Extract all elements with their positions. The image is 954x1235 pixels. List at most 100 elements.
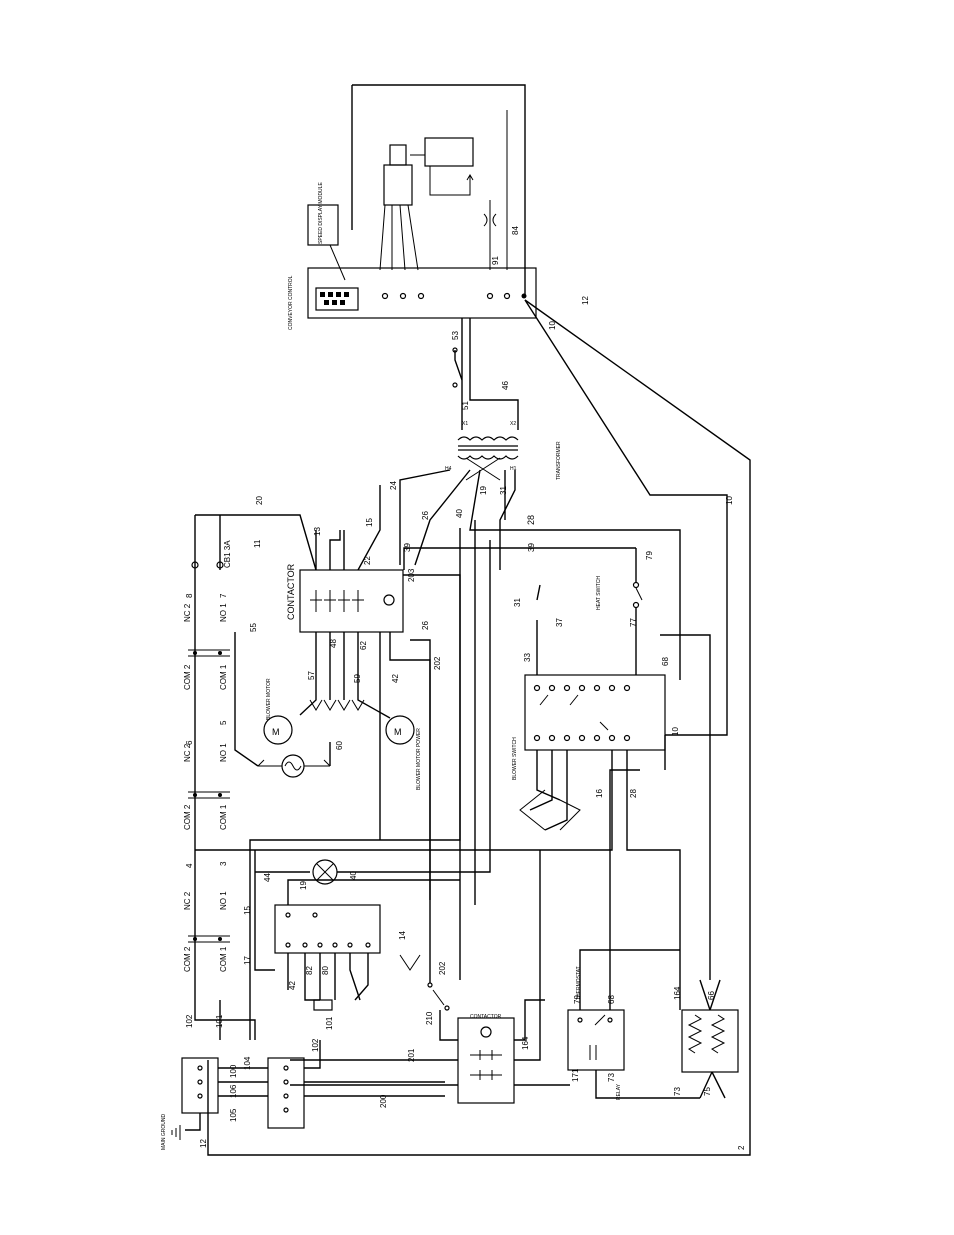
wire-label: 100 <box>229 1064 238 1078</box>
blower-motor-power-label: BLOWER MOTOR POWER <box>416 728 422 790</box>
wire-label: 24 <box>389 481 398 490</box>
wire-label: 37 <box>555 618 564 627</box>
wire-label: 22 <box>363 556 372 565</box>
blower-switch-block: BLOWER SWITCH <box>195 584 681 1010</box>
wire-label: 106 <box>229 1084 238 1098</box>
conveyor-box-label: CONVEYOR CONTROL <box>288 275 294 330</box>
outer-wires <box>207 84 751 1156</box>
wire-label: 201 <box>407 1048 416 1062</box>
motor-assembly <box>379 110 508 271</box>
x2-label: X2 <box>510 421 516 427</box>
no1-label: NO 1 <box>219 743 228 762</box>
wire-label: 12 <box>199 1139 208 1148</box>
contactor-lower-label: CONTACTOR <box>470 1014 502 1020</box>
wire-label: 68 <box>607 995 616 1004</box>
wire-label: 15 <box>365 518 374 527</box>
com2-label: COM 2 <box>183 946 192 972</box>
com1-label: COM 1 <box>219 946 228 972</box>
wire-label: 40 <box>349 871 358 880</box>
wire-label: 48 <box>329 639 338 648</box>
wire-label: 40 <box>455 509 464 518</box>
wire-label: 200 <box>379 1094 388 1108</box>
wire-label: 77 <box>629 618 638 627</box>
thermostat-block: THERMOSTAT <box>254 540 582 1011</box>
wire-label: 12 <box>581 296 590 305</box>
relay-heaters: RELAY <box>567 949 739 1100</box>
transformer-wires <box>399 318 681 680</box>
contactor-main-label: CONTACTOR <box>286 563 296 620</box>
wire-label: 46 <box>501 381 510 390</box>
wire-label: 4 <box>185 863 194 868</box>
wire-label: 6 <box>185 740 194 745</box>
wire-label: 19 <box>479 486 488 495</box>
wire-label: 62 <box>359 641 368 650</box>
wire-label: 55 <box>249 623 258 632</box>
wire-label: 57 <box>307 671 316 680</box>
h1-label: H1 <box>510 466 517 472</box>
wire-label: 59 <box>353 674 362 683</box>
motor-m2: M <box>394 727 402 737</box>
nc2-label: NC 2 <box>183 743 192 762</box>
wire-label: 20 <box>255 496 264 505</box>
wire-label: 102 <box>185 1014 194 1028</box>
wire-label: 26 <box>421 511 430 520</box>
wire-label: 60 <box>335 741 344 750</box>
wire-label: 82 <box>305 966 314 975</box>
wire-label: 210 <box>425 1011 434 1025</box>
com1-label: COM 1 <box>219 804 228 830</box>
wire-label: 84 <box>511 226 520 235</box>
relay-label: RELAY <box>616 1083 622 1100</box>
wire-label: 44 <box>263 873 272 882</box>
wire-label: 19 <box>299 881 308 890</box>
wire-label: 11 <box>253 539 262 548</box>
wire-label: 102 <box>311 1038 320 1052</box>
wire-label: 8 <box>185 593 194 598</box>
conveyor-control-box: CONVEYOR CONTROL <box>288 267 537 330</box>
wire-label: 13 <box>313 527 322 536</box>
blower-switch-label: BLOWER SWITCH <box>512 737 518 780</box>
wire-label: 80 <box>321 966 330 975</box>
wire-label: 53 <box>451 331 460 340</box>
blower-motor-label: BLOWER MOTOR <box>266 678 272 720</box>
h4-label: H4 <box>445 466 452 472</box>
wire-label: 101 <box>215 1014 224 1028</box>
wire-label: 105 <box>229 1108 238 1122</box>
heat-switch: HEAT SWITCH <box>596 548 643 675</box>
misc-wires <box>194 520 711 1040</box>
wire-label: 3 <box>219 861 228 866</box>
wire-label: 104 <box>243 1056 252 1070</box>
switch-labels: NC 2 NO 1 COM 2 COM 1 NC 2 NO 1 COM 2 CO… <box>183 540 232 972</box>
wire-label: 10 <box>725 496 734 505</box>
nc2-label: NC 2 <box>183 891 192 910</box>
wire-label: 10 <box>671 727 680 736</box>
wire-label: 39 <box>527 543 536 552</box>
transformer: X1 X2 H4 H1 TRANSFORMER <box>445 421 562 481</box>
contactor-poles <box>310 590 395 612</box>
speed-module-label: SPEED DISPLAY MODULE <box>318 182 324 244</box>
motor-m1: M <box>272 727 280 737</box>
wire-number-labels: 12 10 53 46 51 91 84 20 11 13 15 24 26 4… <box>185 226 746 1150</box>
wire-label: 28 <box>629 789 638 798</box>
wire-label: 14 <box>398 931 407 940</box>
wire-label: 33 <box>523 653 532 662</box>
x1-label: X1 <box>462 421 468 427</box>
left-switches <box>188 515 230 1000</box>
wire-label: 66 <box>707 991 716 1000</box>
wire-label: 79 <box>645 551 654 560</box>
wire-label: 16 <box>595 789 604 798</box>
wire-label: 73 <box>607 1073 616 1082</box>
circuit-breaker-label: CB1 3A <box>223 540 232 568</box>
wire-label: 73 <box>673 1087 682 1096</box>
wire-label: 42 <box>391 674 400 683</box>
wire-label: 28 <box>526 515 536 525</box>
wire-label: 79 <box>573 995 582 1004</box>
wire-label: 39 <box>403 543 412 552</box>
wire-label: 91 <box>491 256 500 265</box>
heat-switch-label: HEAT SWITCH <box>596 576 602 610</box>
wire-label: 51 <box>461 401 470 410</box>
wire-label: 26 <box>421 621 430 630</box>
com2-label: COM 2 <box>183 664 192 690</box>
wire-label: 164 <box>521 1036 530 1050</box>
wire-label: 31 <box>499 486 508 495</box>
